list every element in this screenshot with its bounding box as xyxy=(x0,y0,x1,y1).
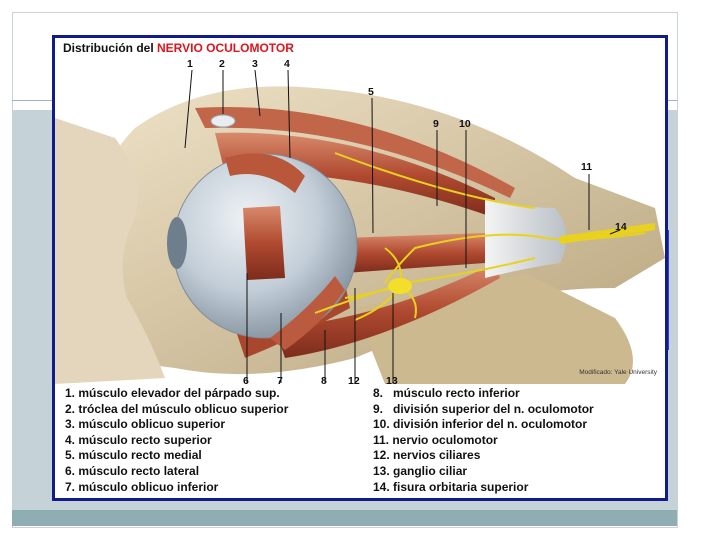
label-13: 13 xyxy=(386,375,398,384)
ciliary-ganglion xyxy=(388,278,412,294)
superior-oblique-muscle xyxy=(225,153,305,193)
label-9: 9 xyxy=(433,118,439,130)
legend-item: 12. nervios ciliares xyxy=(373,448,481,463)
lateral-rectus-muscle xyxy=(243,206,285,280)
figure-title-highlight: NERVIO OCULOMOTOR xyxy=(157,41,294,55)
anatomy-figure: Distribución del NERVIO OCULOMOTOR xyxy=(52,35,668,501)
legend-item: 7. músculo oblicuo inferior xyxy=(65,479,219,494)
superior-rectus-muscle xyxy=(215,132,495,218)
figure-title-prefix: Distribución del xyxy=(63,41,158,55)
label-11: 11 xyxy=(581,161,592,173)
label-6: 6 xyxy=(243,375,249,384)
label-3: 3 xyxy=(252,58,258,70)
legend-item: 3. músculo oblicuo superior xyxy=(65,417,226,432)
label-14: 14 xyxy=(615,221,627,233)
annular-tendon xyxy=(485,198,567,278)
inferior-rectus-muscle xyxy=(275,263,500,358)
label-5: 5 xyxy=(368,86,374,98)
oculomotor-nerve-trunk xyxy=(560,223,655,244)
slide-bottom-bar xyxy=(12,510,677,526)
legend-item: 14. fisura orbitaria superior xyxy=(373,479,529,494)
medial-rectus-muscle xyxy=(345,233,493,273)
legend-left-column: 1. músculo elevador del párpado sup. 2. … xyxy=(65,386,288,495)
legend-right-column: 8. músculo recto inferior 9. división su… xyxy=(373,386,594,495)
legend-item: 5. músculo recto medial xyxy=(65,448,202,463)
legend-item: 6. músculo recto lateral xyxy=(65,463,200,478)
trochlea xyxy=(210,114,236,128)
legend-item: 4. músculo recto superior xyxy=(65,432,212,447)
legend-item: 10. división inferior del n. oculomotor xyxy=(373,417,588,432)
legend-item: 11. nervio oculomotor xyxy=(373,432,498,447)
eye-anatomy-illustration: 1 2 3 4 5 9 10 11 14 6 7 8 12 13 xyxy=(55,58,665,384)
label-12: 12 xyxy=(348,375,360,384)
legend-item: 8. músculo recto inferior xyxy=(373,386,520,400)
legend-item: 2. tróclea del músculo oblicuo superior xyxy=(65,401,289,416)
label-7: 7 xyxy=(277,375,283,384)
legend-item: 9. división superior del n. oculomotor xyxy=(373,401,594,416)
figure-canvas: Distribución del NERVIO OCULOMOTOR xyxy=(55,38,665,498)
label-2: 2 xyxy=(219,58,225,70)
cornea xyxy=(167,217,187,269)
image-credit: Modificado: Yale University xyxy=(579,369,657,376)
legend-item: 13. ganglio ciliar xyxy=(373,463,468,478)
figure-title: Distribución del NERVIO OCULOMOTOR xyxy=(63,41,294,55)
label-4: 4 xyxy=(284,58,290,70)
label-8: 8 xyxy=(321,375,327,384)
inferior-oblique-on-globe xyxy=(270,276,345,350)
label-1: 1 xyxy=(187,58,193,70)
levator-muscle xyxy=(195,107,515,198)
face-profile xyxy=(55,118,165,384)
legend-item: 1. músculo elevador del párpado sup. xyxy=(65,386,280,400)
leader-lines xyxy=(184,69,621,383)
label-10: 10 xyxy=(459,118,471,130)
